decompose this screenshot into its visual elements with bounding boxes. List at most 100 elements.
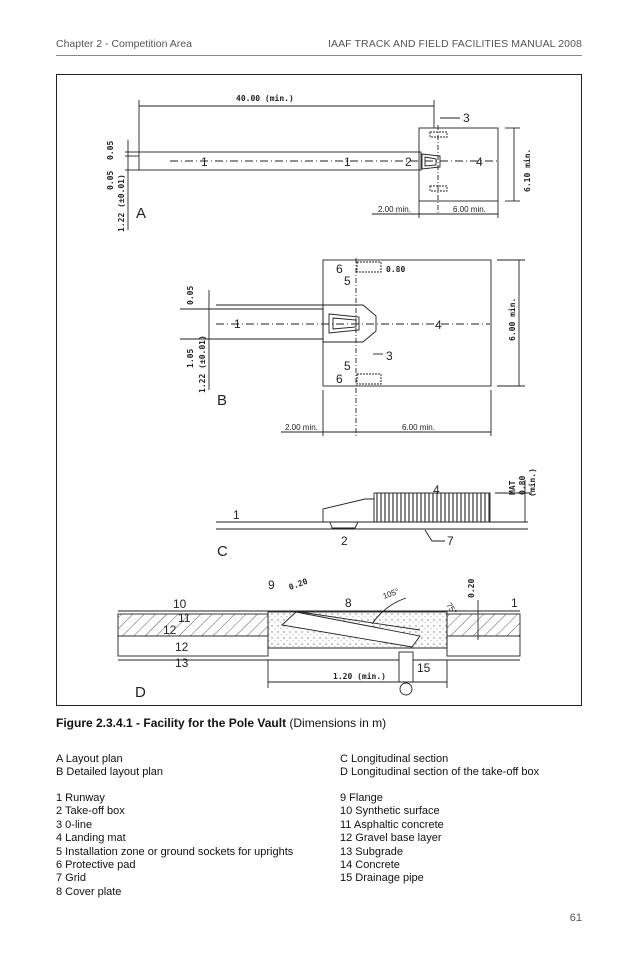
c-label-7: 7	[447, 534, 454, 548]
legend-item: A Layout plan	[56, 753, 123, 765]
legend-item: 6 Protective pad	[56, 859, 136, 872]
b-dim-bot-2: 6.00 min.	[402, 423, 435, 432]
b-dim-offset-1: 0.05	[186, 286, 195, 305]
d-label-13: 13	[175, 656, 189, 670]
legend-item: B Detailed layout plan	[56, 766, 164, 779]
section-d-labels: 0.20 0.20 105° 75° 1.20 (min.) D 1 8 9 1…	[135, 577, 518, 701]
legend-item: 11 Asphaltic concrete	[340, 818, 444, 831]
b-dim-offset-2: 1.05	[186, 349, 195, 368]
c-label-2: 2	[341, 534, 348, 548]
d-label-12b: 12	[175, 640, 189, 654]
c-label-1: 1	[233, 508, 240, 522]
section-d-takeoff-box	[117, 597, 521, 696]
c-mat-label: MAT	[508, 480, 517, 495]
c-landing-mat	[373, 492, 491, 523]
d-label-1: 1	[511, 596, 518, 610]
c-mat-min: (min.)	[527, 468, 537, 497]
b-dim-mat-width: 6.00 min.	[507, 298, 517, 341]
a-dim-offset-2: 0.05	[106, 171, 115, 190]
d-gravel-right	[446, 635, 521, 657]
d-section-letter: D	[135, 684, 146, 701]
a-dim-mat-width: 6.10 min.	[522, 149, 532, 192]
a-section-letter: A	[136, 205, 146, 222]
a-label-1: 1	[201, 155, 208, 169]
legend-item: 12 Gravel base layer	[340, 832, 442, 845]
c-takeoff-box	[329, 521, 359, 529]
b-dim-runway-width: 1.22 (±0.01)	[198, 335, 207, 393]
d-flange-thickness: 0.20	[288, 577, 309, 592]
legend-item: 14 Concrete	[340, 859, 400, 872]
legend-item: 3 0-line	[56, 818, 93, 831]
section-a-layout-plan	[125, 100, 520, 230]
a-label-1b: 1	[344, 155, 351, 169]
section-b-detailed-plan	[180, 258, 525, 436]
legend-item: 15 Drainage pipe	[340, 872, 424, 885]
d-width-dim: 1.20 (min.)	[333, 671, 386, 681]
c-landing-mat-front	[322, 498, 375, 522]
a-label-3: 3	[463, 111, 470, 125]
b-label-5b: 5	[344, 359, 351, 373]
d-label-8: 8	[345, 596, 352, 610]
legend-item: 7 Grid	[56, 872, 86, 885]
legend-item: 13 Subgrade	[340, 845, 403, 858]
b-label-3: 3	[386, 349, 393, 363]
figure-frame	[56, 74, 582, 706]
a-label-2: 2	[405, 155, 412, 169]
d-drainage-pipe	[398, 651, 414, 683]
b-label-4: 4	[435, 318, 442, 332]
legend-item: 10 Synthetic surface	[340, 805, 440, 818]
a-dim-runway-width: 1.22 (±0.01)	[117, 174, 126, 232]
d-asphalt-left	[117, 613, 269, 637]
section-b-labels: 0.05 1.05 1.22 (±0.01) 0.80 6.00 min. 2.…	[186, 262, 517, 432]
d-label-15: 15	[417, 661, 431, 675]
legend-item: D Longitudinal section of the take-off b…	[340, 766, 540, 779]
legend-item: C Longitudinal section	[340, 753, 449, 765]
legend-item: 1 Runway	[56, 792, 105, 804]
figure-caption: Figure 2.3.4.1 - Facility for the Pole V…	[56, 716, 386, 730]
legend-item: 9 Flange	[340, 792, 383, 804]
section-c-labels: MAT 0.80 (min.) C 1 2 4 7	[217, 468, 537, 560]
d-label-9: 9	[268, 578, 275, 592]
header-rule	[56, 55, 582, 56]
d-gravel-left	[117, 635, 269, 657]
b-label-5a: 5	[344, 274, 351, 288]
b-label-6a: 6	[336, 262, 343, 276]
d-angle-105: 105°	[382, 587, 401, 601]
d-label-11: 11	[178, 611, 191, 625]
b-label-1: 1	[234, 317, 241, 331]
header-manual-title: IAAF TRACK AND FIELD FACILITIES MANUAL 2…	[327, 38, 582, 50]
a-takeoff-box	[421, 153, 441, 170]
page-number: 61	[569, 912, 582, 924]
d-side-thickness: 0.20	[467, 579, 476, 598]
a-top-dim-label: 40.00 (min.)	[236, 93, 294, 103]
legend-item: 2 Take-off box	[56, 805, 125, 818]
legend-sections-left: A Layout plan B Detailed layout plan	[56, 753, 163, 780]
d-label-12a: 12	[163, 623, 177, 637]
section-c-longitudinal	[216, 480, 532, 542]
legend-items-right: 9 Flange 10 Synthetic surface 11 Asphalt…	[340, 792, 444, 886]
d-asphalt-right	[446, 613, 521, 637]
a-dim-bot-1: 2.00 min.	[378, 205, 411, 214]
b-pad-dim: 0.80	[386, 265, 405, 274]
b-section-letter: B	[217, 392, 227, 409]
b-takeoff-box	[322, 304, 377, 343]
figure-caption-units: (Dimensions in m)	[286, 716, 387, 730]
section-a-labels: 40.00 (min.) 0.05 0.05 1.22 (±0.01) 6.10…	[106, 93, 532, 232]
legend-item: 8 Cover plate	[56, 885, 122, 898]
legend-sections-right: C Longitudinal section D Longitudinal se…	[340, 753, 539, 780]
figure-caption-title: Figure 2.3.4.1 - Facility for the Pole V…	[56, 716, 287, 730]
c-label-4: 4	[433, 483, 440, 497]
b-label-6b: 6	[336, 372, 343, 386]
c-section-letter: C	[217, 543, 228, 560]
d-label-10: 10	[173, 597, 187, 611]
b-dim-bot-1: 2.00 min.	[285, 423, 318, 432]
a-dim-offset-1: 0.05	[106, 141, 115, 160]
d-box-cavity	[281, 611, 421, 648]
c-mat-dim: 0.80	[518, 476, 527, 495]
a-label-4: 4	[476, 155, 483, 169]
legend-items-left: 1 Runway 2 Take-off box 3 0-line 4 Landi…	[56, 792, 293, 899]
a-landing-mat	[418, 127, 499, 202]
a-dim-bot-2: 6.00 min.	[453, 205, 486, 214]
legend-item: 5 Installation zone or ground sockets fo…	[56, 845, 294, 858]
